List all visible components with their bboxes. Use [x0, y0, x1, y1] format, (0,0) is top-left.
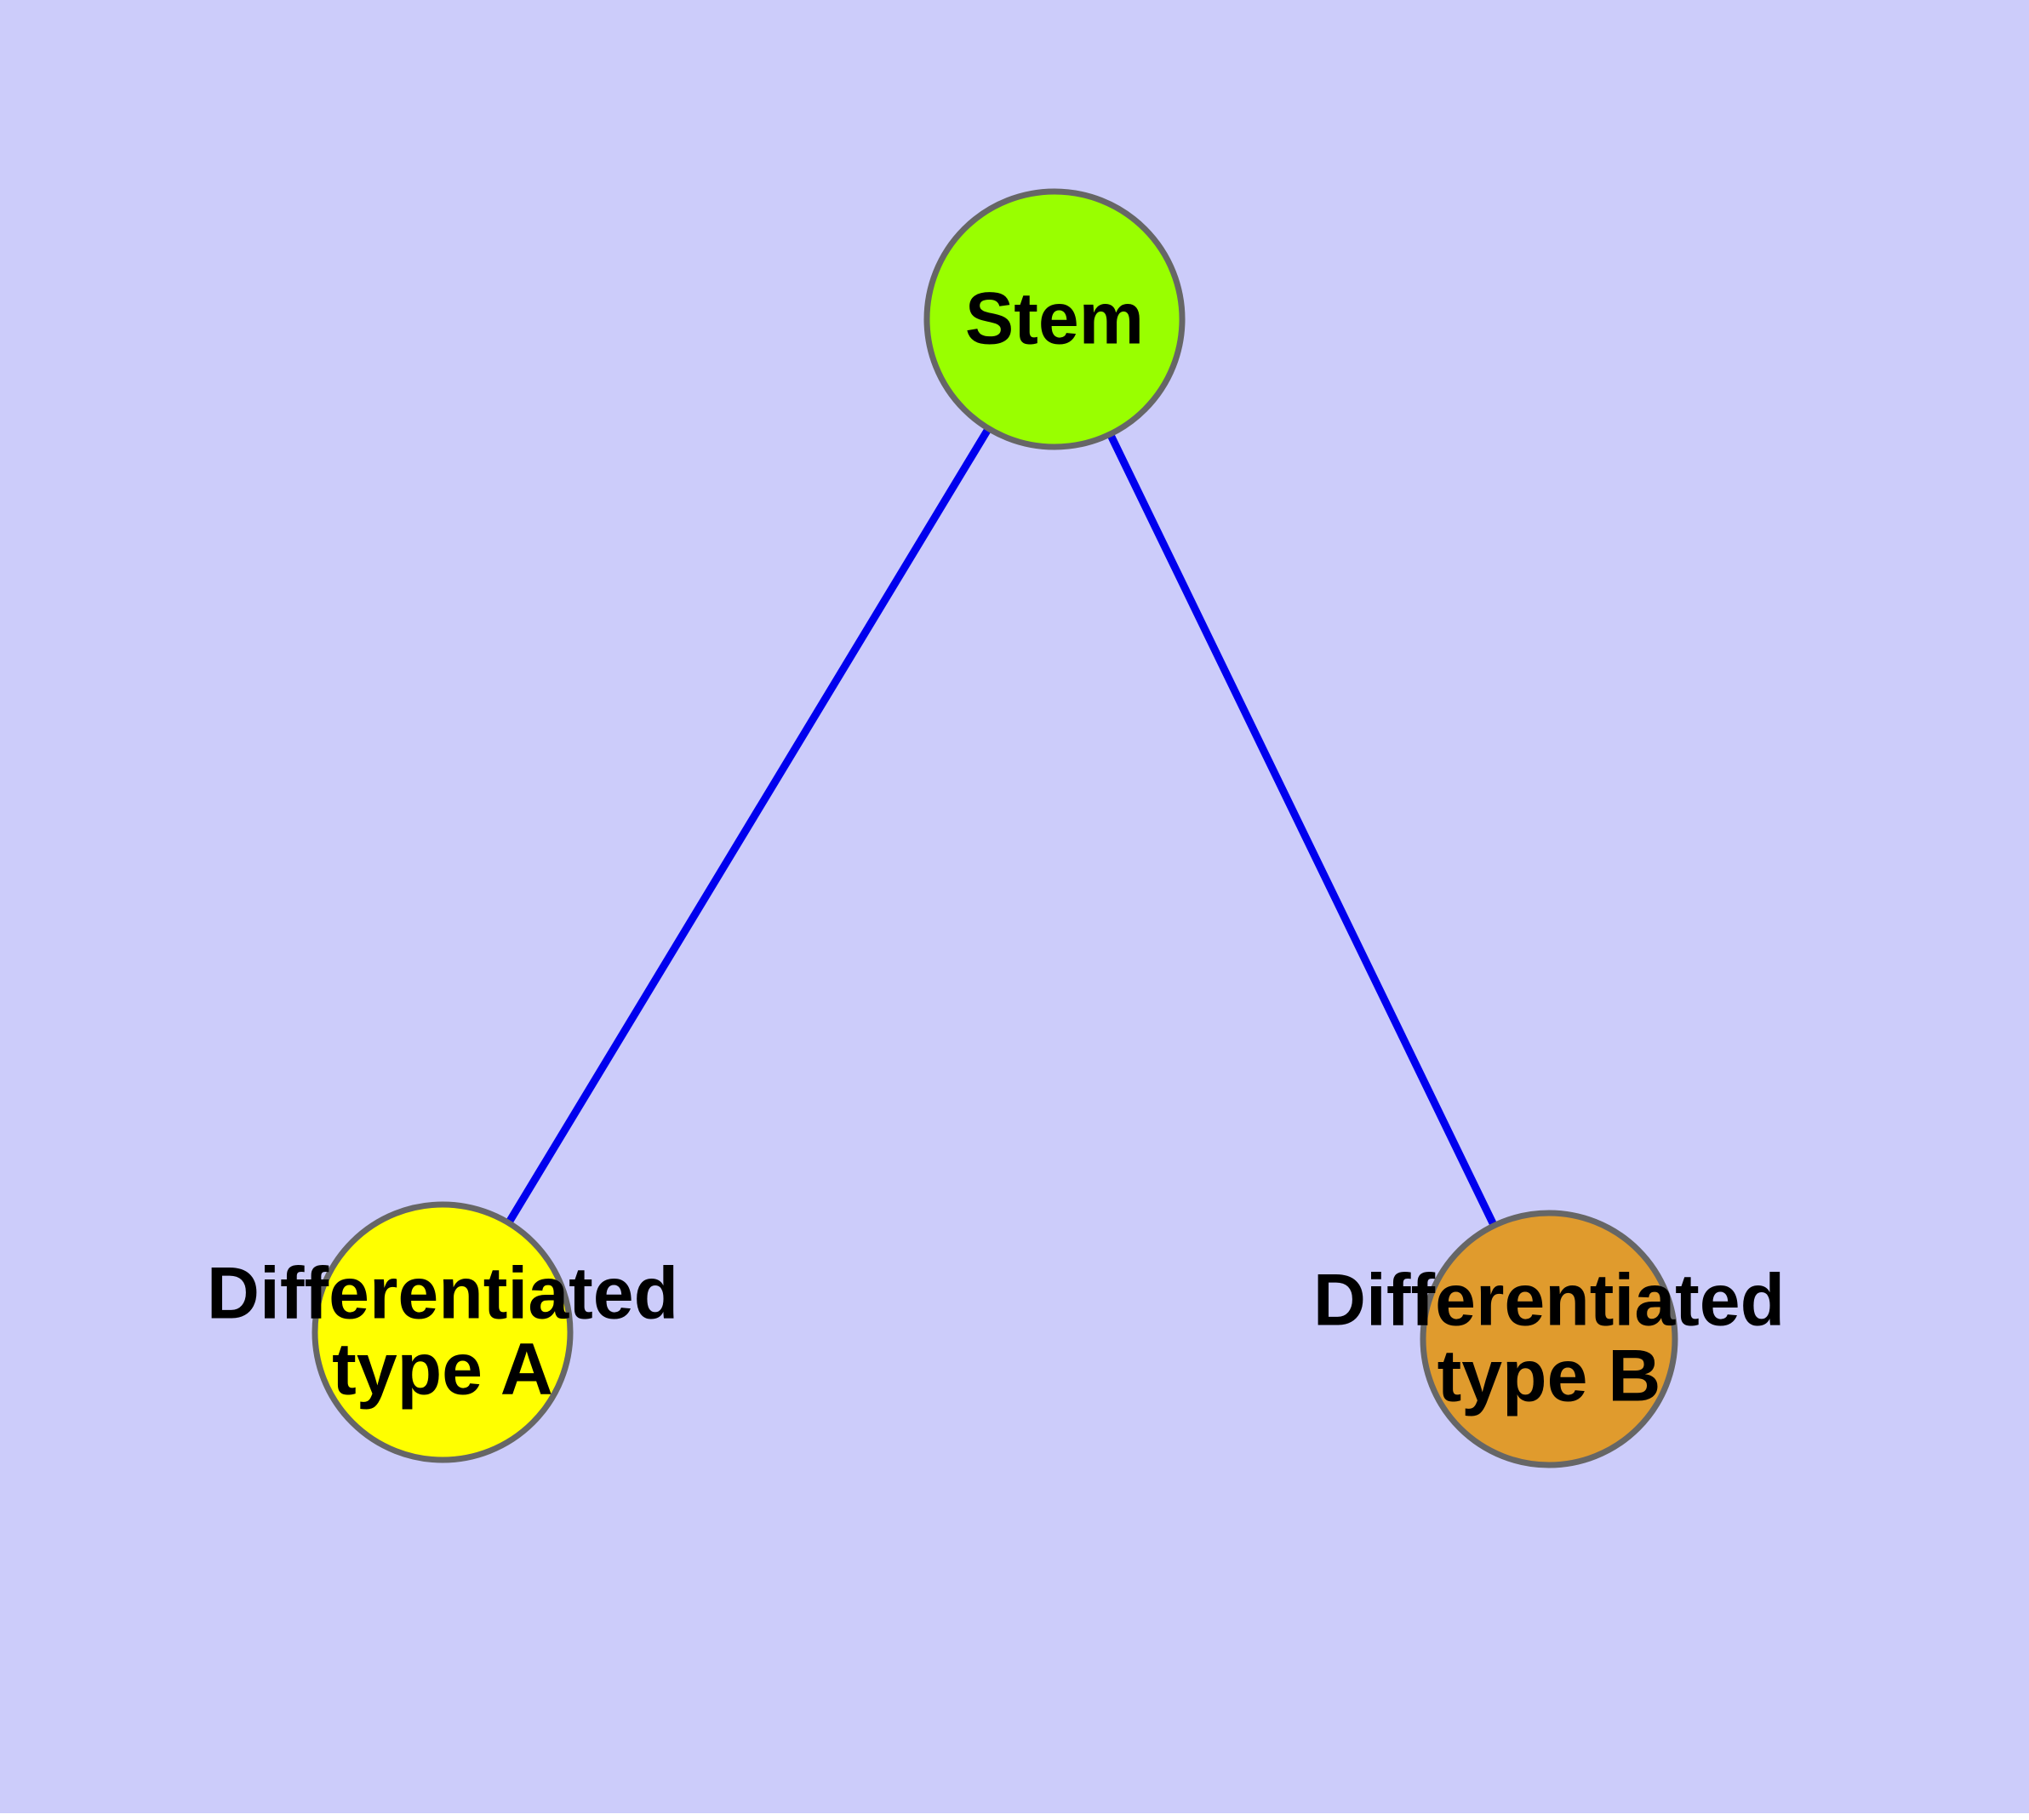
- graph-edge-stem-to-a: [439, 317, 1058, 1335]
- edge-layer: [439, 317, 1553, 1341]
- graph-node-diff_a[interactable]: [311, 1201, 574, 1463]
- graph-node-stem[interactable]: [923, 188, 1186, 450]
- graph-node-diff_b[interactable]: [1420, 1210, 1678, 1468]
- node-layer: [311, 188, 1678, 1468]
- graph-edge-stem-to-b: [1050, 318, 1553, 1341]
